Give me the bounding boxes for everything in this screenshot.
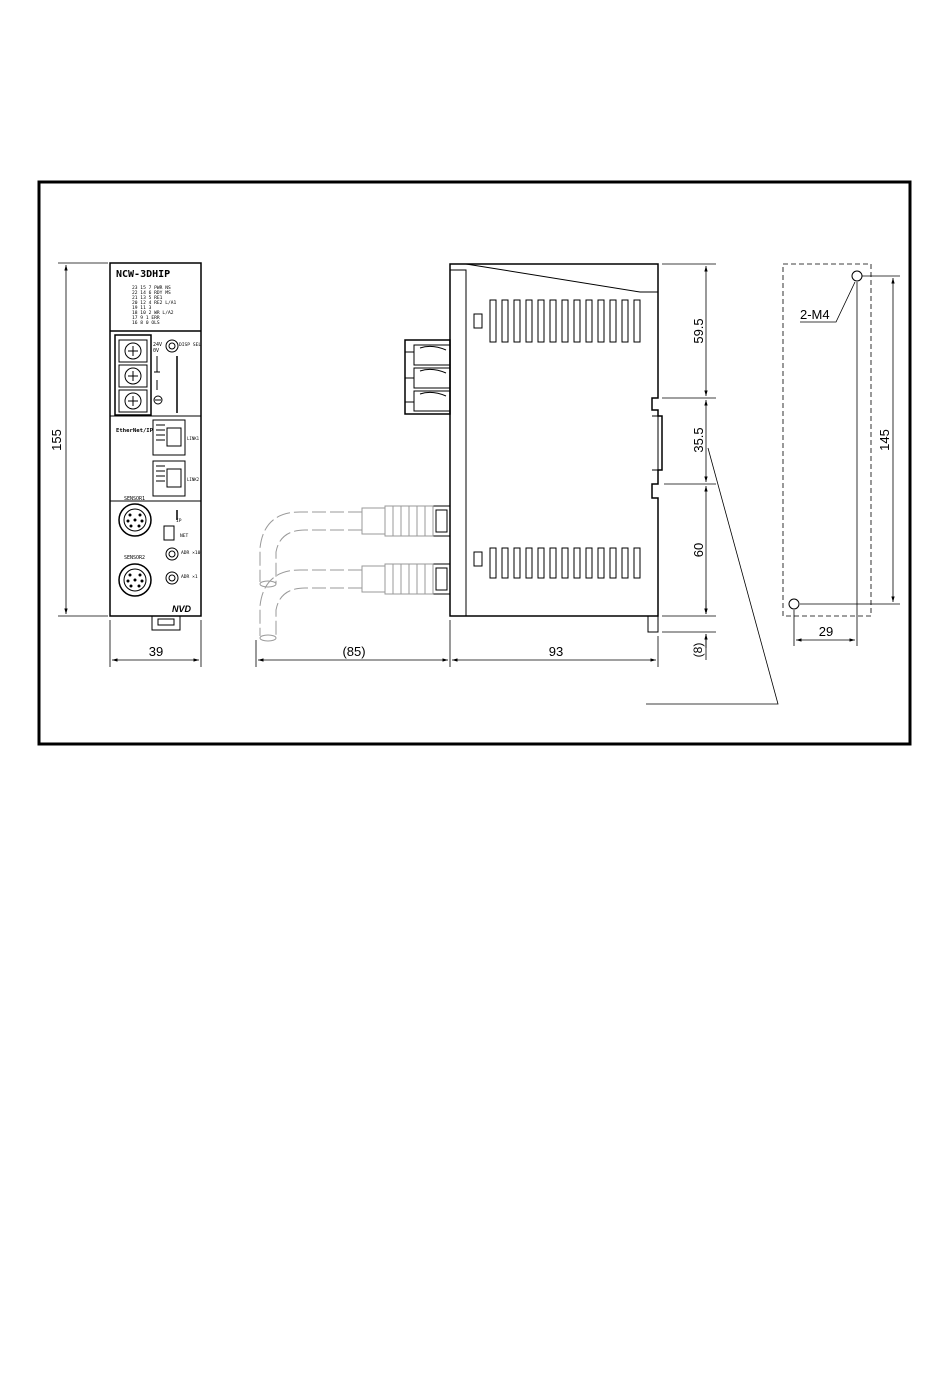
link2-label: LINK2	[187, 477, 200, 482]
led-table: 23 15 7 PWR NS 22 14 6 RDY MS 21 13 5 RE…	[132, 285, 176, 326]
sensor2-label: SENSOR2	[124, 555, 145, 561]
sensor1-connector	[119, 504, 151, 536]
side-view	[260, 264, 662, 641]
mount-hole-top	[852, 271, 862, 281]
dim-hole-pitch-h: 29	[819, 624, 833, 639]
cables	[260, 512, 362, 641]
adr-x10-label: ADR ×10	[181, 550, 201, 556]
dim-cable-length: (85)	[342, 644, 365, 659]
dim-lower-section: 60	[691, 543, 706, 557]
net-label: NET	[180, 533, 189, 539]
dim-rail-offset: (8)	[691, 643, 705, 658]
logo: NVD	[172, 604, 192, 614]
ethernet-port-1: LINK1	[153, 420, 200, 455]
ethernet-port-2: LINK2	[153, 461, 200, 496]
vent-slots-upper	[490, 300, 640, 342]
cable-connector-1	[362, 506, 450, 536]
vent-slots-lower	[490, 548, 640, 578]
disp-sel-switch: DISP SEL	[166, 340, 201, 352]
disp-sel-label: DISP SEL	[179, 342, 201, 348]
dim-front-height: 155	[49, 429, 64, 451]
power-label-0v: 0V	[153, 348, 159, 354]
front-view: NCW-3DHIP 23 15 7 PWR NS 22 14 6 RDY MS …	[110, 263, 201, 630]
dim-mount-holes: 2-M4	[800, 307, 830, 322]
address-switches: IP NET ADR ×10 ADR ×1	[164, 518, 201, 584]
cable-connector-2	[362, 564, 450, 594]
sensor1-label: SENSOR1	[124, 496, 145, 502]
adr-x1-label: ADR ×1	[181, 574, 198, 580]
dim-upper-section: 59.5	[691, 318, 706, 343]
dim-front-width: 39	[149, 644, 163, 659]
terminal-block: 24V 0V	[115, 335, 162, 415]
link1-label: LINK1	[187, 436, 200, 441]
sensor2-connector	[119, 564, 151, 596]
side-dimensions: (85) 93 59.5 35.5 60 (8)	[256, 264, 778, 704]
dim-hole-pitch-v: 145	[877, 429, 892, 451]
dim-rail-section: 35.5	[691, 427, 706, 452]
mounting-view: 2-M4 145 29	[783, 264, 900, 646]
mount-hole-bottom	[789, 599, 799, 609]
dim-body-depth: 93	[549, 644, 563, 659]
led-row: 16 8 0 OLS	[132, 320, 160, 326]
ethernet-label: EtherNet/IP	[116, 428, 154, 434]
terminal-block-side	[405, 340, 450, 414]
model-label: NCW-3DHIP	[116, 269, 170, 280]
